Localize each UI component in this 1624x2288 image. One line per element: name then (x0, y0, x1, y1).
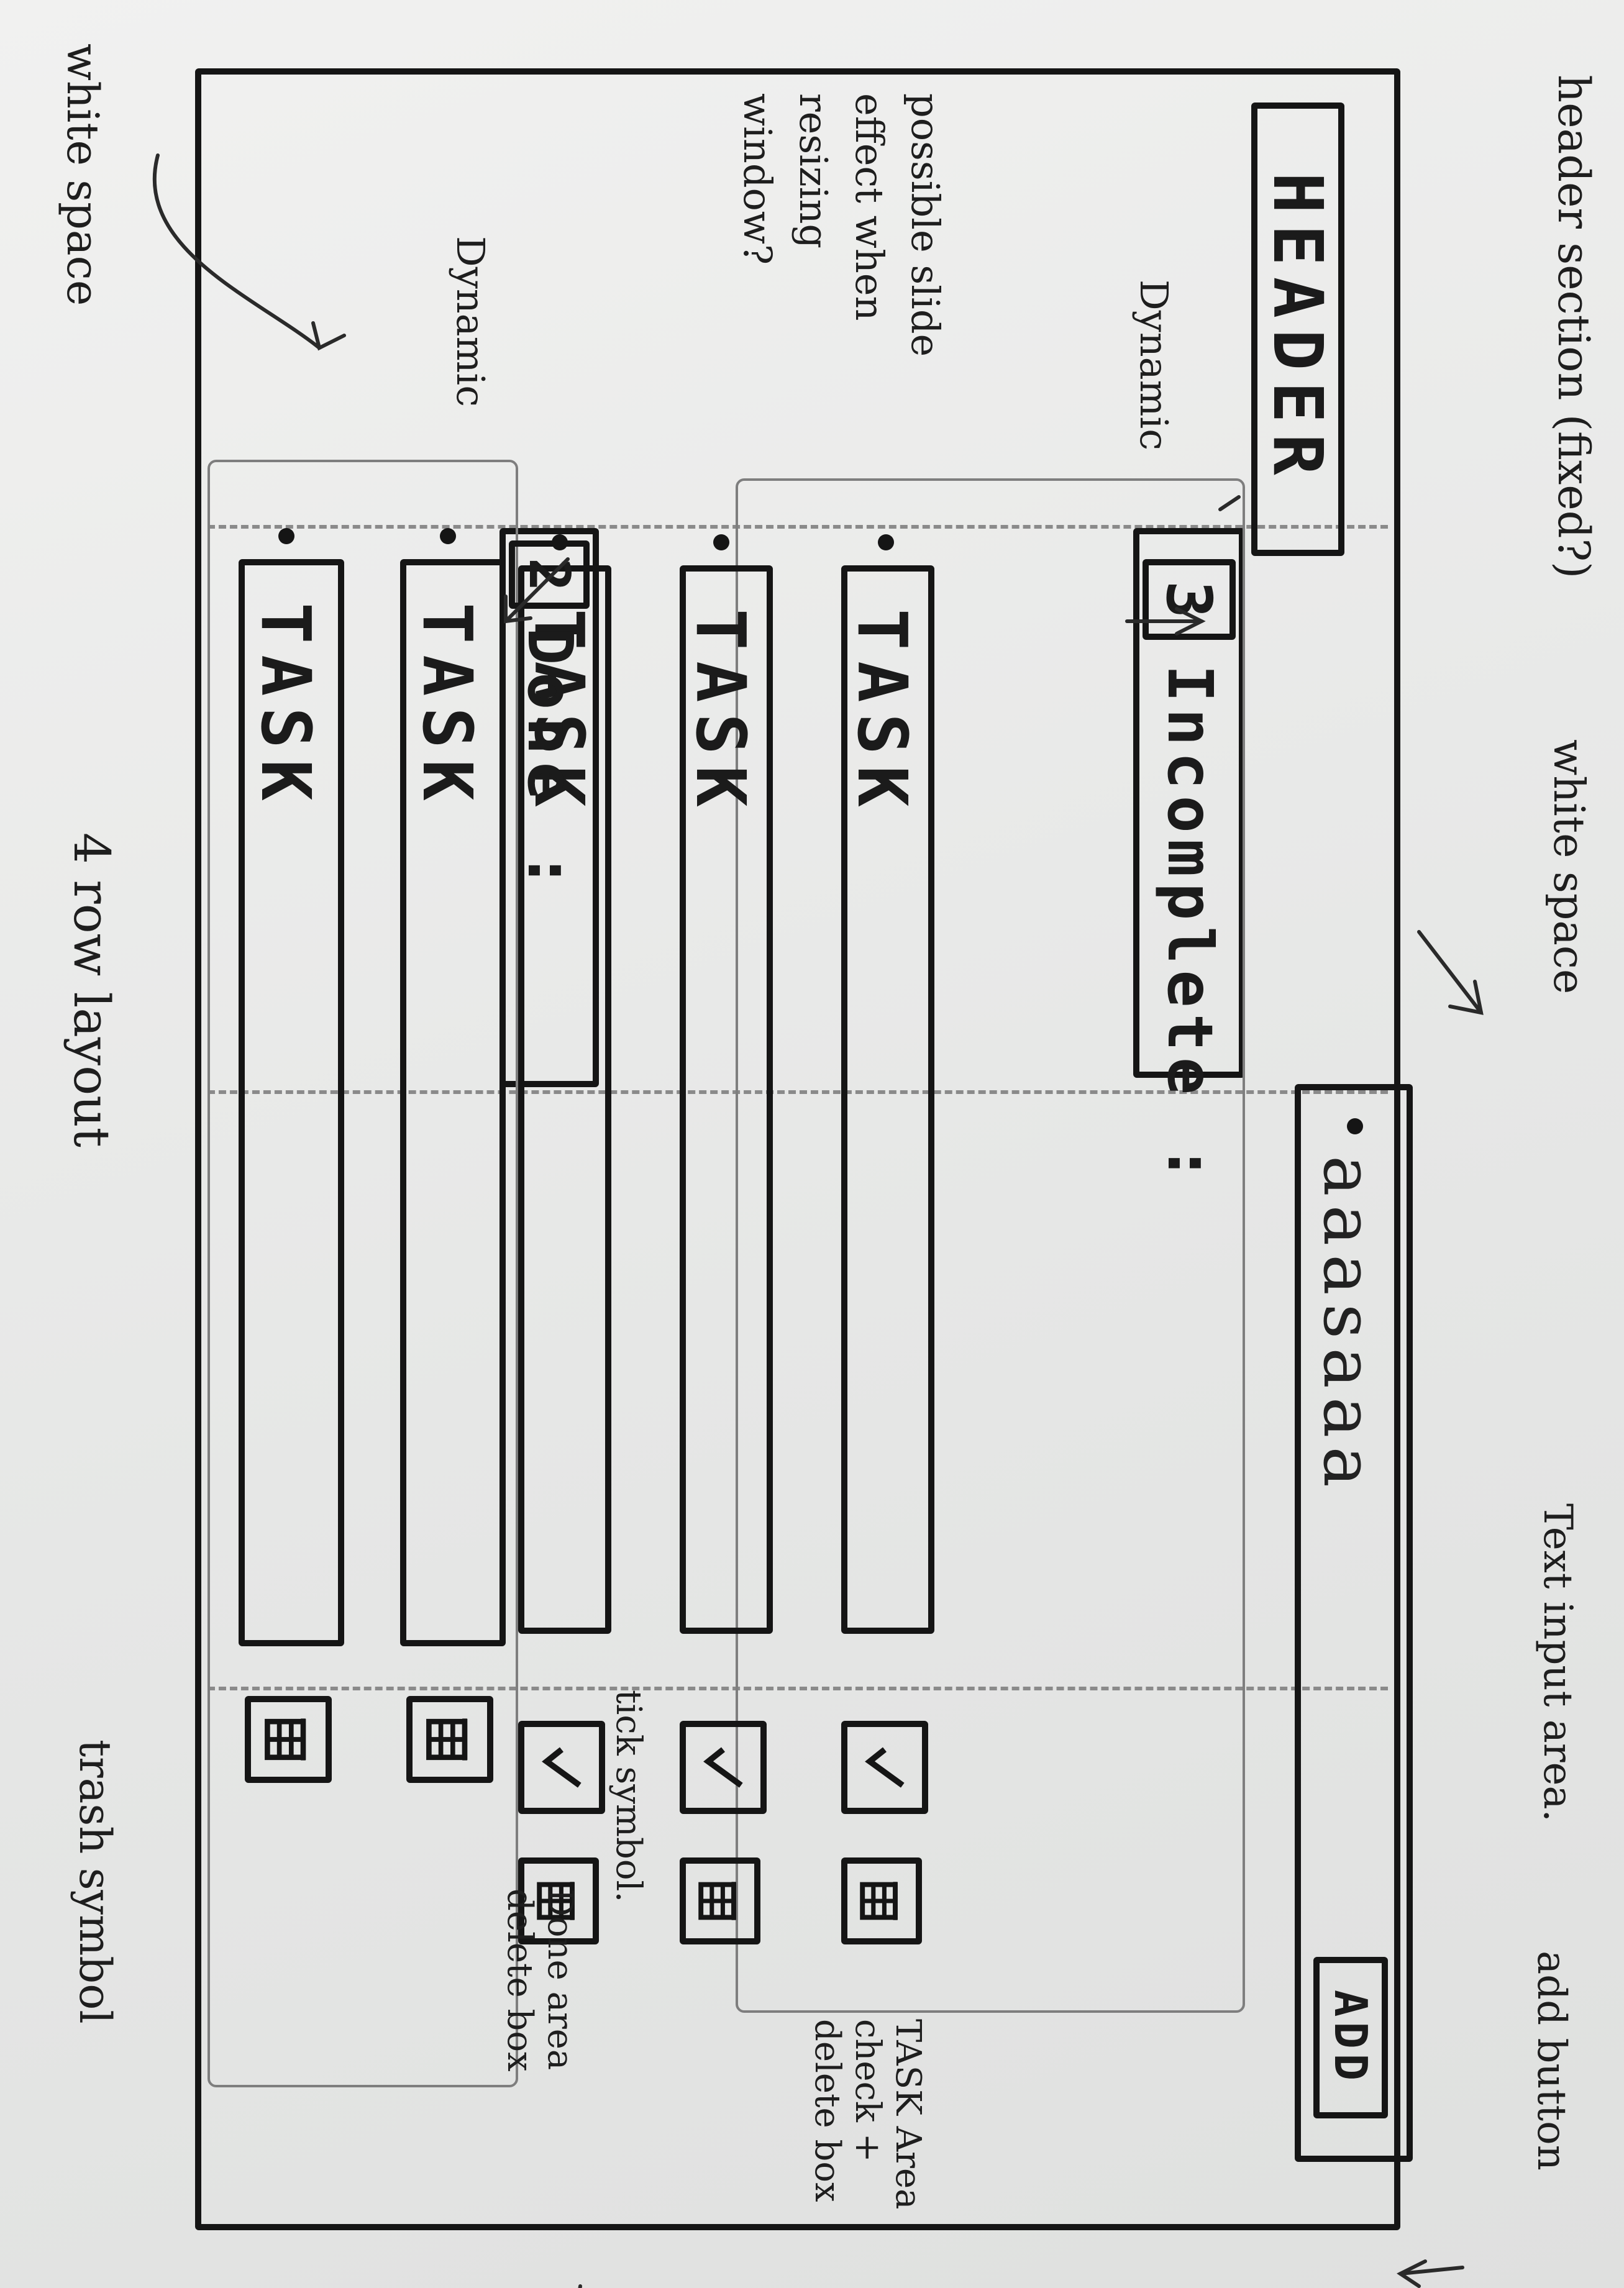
task-row: TASK (680, 565, 773, 1634)
tick-checkbox[interactable] (518, 1721, 605, 1814)
add-button[interactable]: ADD (1313, 1957, 1388, 2118)
trash-button[interactable] (406, 1696, 493, 1783)
trash-icon (265, 1718, 306, 1761)
input-bullet-dot (1347, 1118, 1363, 1134)
done-bullet-dot (278, 528, 294, 544)
annotation-add-button: add button (1528, 1951, 1574, 2171)
trash-button[interactable] (841, 1857, 922, 1944)
text-input[interactable]: aaasaaa (1308, 1155, 1388, 1496)
task-label: TASK (681, 609, 760, 818)
annotation-dynamic-top: Dynamic (1131, 280, 1177, 450)
annotation-trash-symbol: trash symbol (70, 1739, 121, 2024)
add-button-label: ADD (1325, 1989, 1377, 2086)
trash-icon (860, 1882, 898, 1920)
trash-icon (698, 1882, 736, 1920)
task-bullet-dot (713, 534, 729, 550)
trash-button[interactable] (680, 1857, 760, 1944)
annotation-four-row-layout: 4 row layout (63, 832, 121, 1147)
tick-checkbox[interactable] (680, 1721, 767, 1814)
done-bullet-dot (440, 528, 456, 544)
task-area (736, 478, 1245, 2013)
done-task-label: TASK (408, 603, 487, 812)
annotation-possible-slide: possible slide effect when resizing wind… (735, 93, 948, 357)
annotation-white-space-mid: white space (1544, 739, 1593, 995)
tick-icon (542, 1747, 582, 1788)
trash-icon (537, 1882, 575, 1920)
header-box: HEADER (1251, 103, 1344, 556)
trash-button[interactable] (245, 1696, 332, 1783)
annotation-tick-symbol: tick symbol. (608, 1690, 649, 1903)
done-count-badge: 2 (509, 540, 590, 609)
annotation-header-section: header section (fixed?) (1548, 75, 1599, 579)
tick-icon (865, 1747, 905, 1788)
done-label: Done : (514, 627, 586, 897)
annotation-text-input-area: Text input area. (1535, 1503, 1581, 1822)
annotation-done-area: Done area delete box (500, 1889, 580, 2072)
trash-icon (426, 1718, 468, 1761)
annotation-dynamic-mid: Dynamic (448, 236, 493, 407)
trash-button[interactable] (518, 1857, 599, 1944)
done-task-label: TASK (246, 603, 326, 812)
tick-checkbox[interactable] (841, 1721, 928, 1814)
task-bullet-dot (878, 534, 894, 550)
done-count: 2 (516, 557, 582, 592)
done-task-row: TASK (239, 559, 344, 1646)
task-label: TASK (842, 609, 922, 818)
annotation-task-area: TASK Area check + delete box (807, 2019, 928, 2210)
header-label: HEADER (1258, 172, 1338, 486)
annotation-white-space-top: white space (57, 43, 108, 306)
tick-icon (703, 1747, 743, 1788)
task-row: TASK (841, 565, 934, 1634)
done-task-row: TASK (400, 559, 506, 1646)
